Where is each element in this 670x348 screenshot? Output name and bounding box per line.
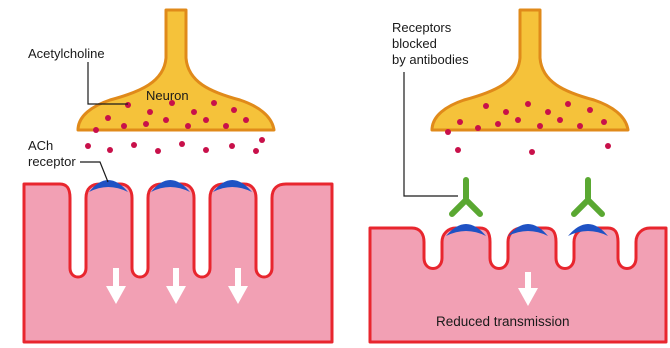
acetylcholine-vesicle-icon: [179, 141, 185, 147]
acetylcholine-vesicle-icon: [253, 148, 259, 154]
acetylcholine-vesicle-icon: [259, 137, 265, 143]
reduced-transmission-label: Reduced transmission: [436, 314, 570, 329]
acetylcholine-vesicle-icon: [503, 109, 509, 115]
acetylcholine-vesicle-icon: [93, 127, 99, 133]
acetylcholine-vesicle-icon: [143, 121, 149, 127]
acetylcholine-vesicle-icon: [203, 117, 209, 123]
acetylcholine-vesicle-icon: [475, 125, 481, 131]
acetylcholine-vesicle-icon: [587, 107, 593, 113]
neuron-label: Neuron: [146, 88, 189, 103]
left-muscle-membrane: [24, 184, 332, 342]
ach-receptor-label-line1: ACh: [28, 138, 53, 153]
acetylcholine-vesicle-icon: [105, 115, 111, 121]
acetylcholine-vesicle-icon: [565, 101, 571, 107]
acetylcholine-vesicle-icon: [125, 102, 131, 108]
acetylcholine-vesicle-icon: [483, 103, 489, 109]
acetylcholine-vesicle-icon: [455, 147, 461, 153]
acetylcholine-vesicle-icon: [243, 117, 249, 123]
acetylcholine-vesicle-icon: [537, 123, 543, 129]
acetylcholine-vesicle-icon: [191, 109, 197, 115]
receptors-blocked-label-line2: blocked: [392, 36, 437, 51]
acetylcholine-vesicle-icon: [211, 100, 217, 106]
acetylcholine-label: Acetylcholine: [28, 46, 105, 61]
acetylcholine-vesicle-icon: [155, 148, 161, 154]
acetylcholine-vesicle-icon: [223, 123, 229, 129]
acetylcholine-vesicle-icon: [229, 143, 235, 149]
acetylcholine-vesicle-icon: [515, 117, 521, 123]
ach-receptor-label-line2: receptor: [28, 154, 76, 169]
acetylcholine-vesicle-icon: [457, 119, 463, 125]
acetylcholine-vesicle-icon: [231, 107, 237, 113]
acetylcholine-vesicle-icon: [577, 123, 583, 129]
receptors-blocked-label-line3: by antibodies: [392, 52, 469, 67]
acetylcholine-vesicle-icon: [107, 147, 113, 153]
acetylcholine-vesicle-icon: [185, 123, 191, 129]
acetylcholine-vesicle-icon: [131, 142, 137, 148]
acetylcholine-vesicle-icon: [557, 117, 563, 123]
acetylcholine-vesicle-icon: [529, 149, 535, 155]
acetylcholine-vesicle-icon: [121, 123, 127, 129]
acetylcholine-vesicle-icon: [545, 109, 551, 115]
acetylcholine-vesicle-icon: [163, 117, 169, 123]
acetylcholine-vesicle-icon: [85, 143, 91, 149]
acetylcholine-vesicle-icon: [601, 119, 607, 125]
acetylcholine-vesicle-icon: [605, 143, 611, 149]
acetylcholine-vesicle-icon: [203, 147, 209, 153]
acetylcholine-vesicle-icon: [525, 101, 531, 107]
receptors-blocked-label-line1: Receptors: [392, 20, 452, 35]
acetylcholine-vesicle-icon: [445, 129, 451, 135]
acetylcholine-vesicle-icon: [147, 109, 153, 115]
acetylcholine-vesicle-icon: [495, 121, 501, 127]
